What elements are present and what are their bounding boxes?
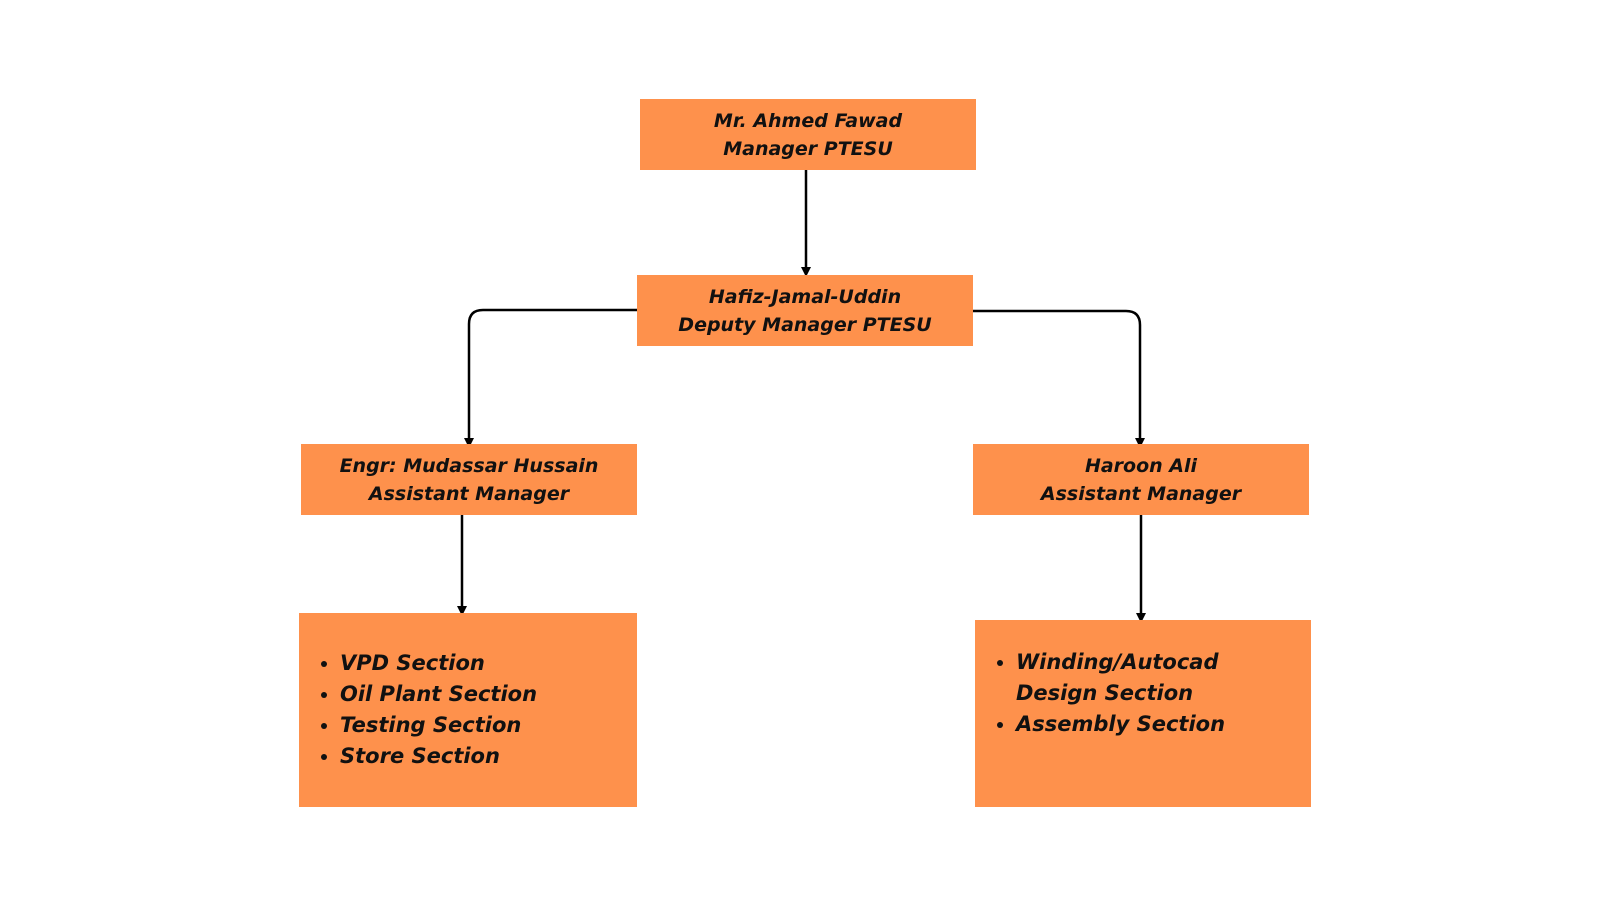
sections-left-list: VPD Section Oil Plant Section Testing Se… (299, 648, 537, 772)
assistant-manager-left-title: Assistant Manager (368, 482, 570, 505)
section-item: VPD Section (340, 648, 537, 679)
manager-name: Mr. Ahmed Fawad (713, 109, 903, 132)
assistant-manager-right-title: Assistant Manager (1040, 482, 1242, 505)
connector-deputy-to-left-assistant (464, 308, 637, 448)
assistant-manager-right-name: Haroon Ali (1084, 454, 1198, 477)
assistant-manager-right-node: Haroon Ali Assistant Manager (973, 444, 1309, 515)
deputy-manager-title: Deputy Manager PTESU (678, 313, 932, 336)
manager-title: Manager PTESU (723, 137, 893, 160)
section-item: Testing Section (340, 710, 537, 741)
sections-right-list: Winding/Autocad Design Section Assembly … (975, 647, 1297, 740)
assistant-manager-left-node: Engr: Mudassar Hussain Assistant Manager (301, 444, 637, 515)
section-item: Oil Plant Section (340, 679, 537, 710)
section-item: Store Section (340, 741, 537, 772)
sections-right-box: Winding/Autocad Design Section Assembly … (975, 620, 1311, 807)
deputy-manager-node: Hafiz-Jamal-Uddin Deputy Manager PTESU (637, 275, 973, 346)
sections-left-box: VPD Section Oil Plant Section Testing Se… (299, 613, 637, 807)
section-item: Assembly Section (1016, 709, 1297, 740)
assistant-manager-left-name: Engr: Mudassar Hussain (339, 454, 599, 477)
deputy-manager-name: Hafiz-Jamal-Uddin (708, 285, 902, 308)
manager-node: Mr. Ahmed Fawad Manager PTESU (640, 99, 976, 170)
connector-deputy-to-right-assistant (973, 309, 1145, 448)
section-item: Winding/Autocad Design Section (1016, 647, 1297, 709)
